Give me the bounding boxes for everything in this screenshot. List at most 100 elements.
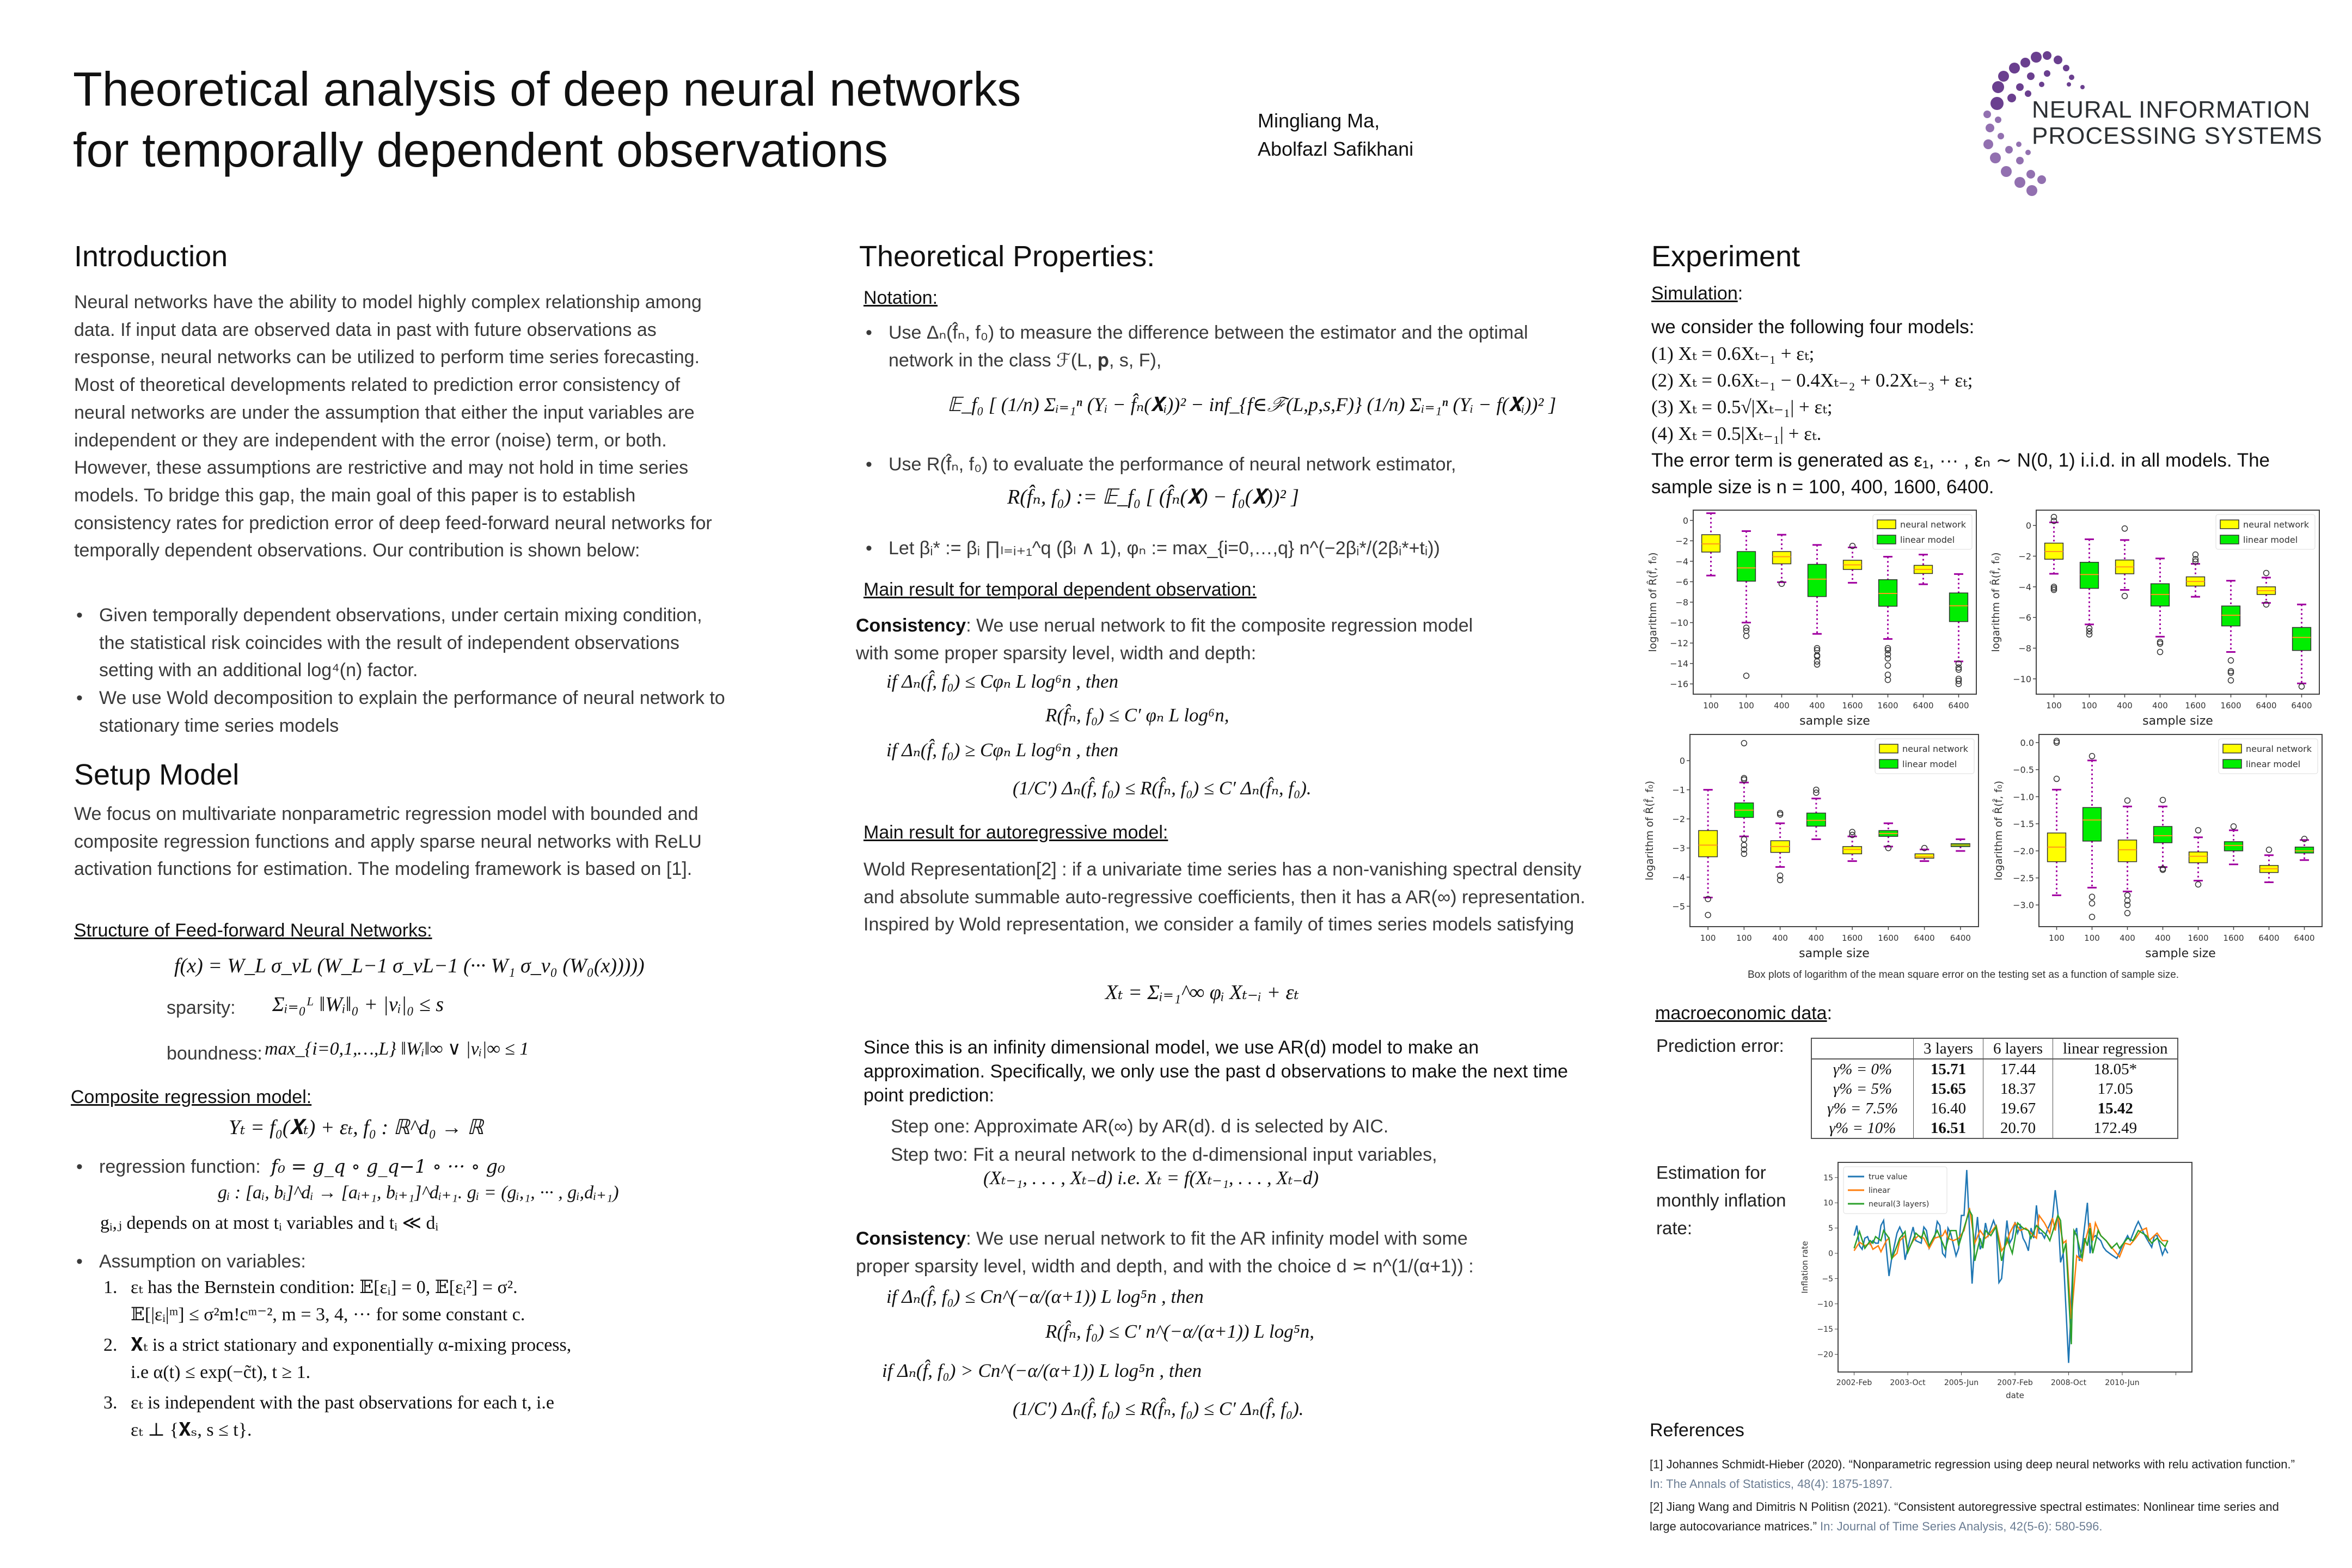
step-one: Step one: Approximate AR(∞) by AR(d). d …: [891, 1116, 1389, 1137]
x-tick-label: 6400: [1914, 933, 1935, 943]
outlier-point: [1884, 645, 1891, 652]
table-cell: 15.65: [1913, 1079, 1983, 1099]
model-2: (2) Xₜ = 0.6Xₜ₋₁ − 0.4Xₜ₋₂ + 0.2Xₜ₋₃ + ε…: [1651, 370, 1973, 391]
contribution-item: We use Wold decomposition to explain the…: [74, 684, 730, 739]
assumption-line: εₜ has the Bernstein condition: 𝔼[εᵢ] = …: [131, 1277, 518, 1297]
outlier-point: [2124, 910, 2131, 916]
composite-formula: Yₜ = f₀(𝐗ₜ) + εₜ, f₀ : ℝ^d₀ → ℝ: [229, 1116, 484, 1139]
y-tick-label: −1.0: [2013, 792, 2034, 802]
y-tick-label: −3.0: [2013, 900, 2034, 910]
regfun-label: regression function:: [99, 1156, 261, 1177]
outlier-point: [2227, 677, 2234, 684]
outlier-point: [1705, 911, 1711, 918]
x-axis-label: sample size: [2142, 714, 2213, 728]
legend: [2218, 738, 2318, 774]
notation-label: Notation:: [863, 287, 938, 308]
x-tick-label: 6400: [2258, 933, 2279, 943]
x-tick-label: 2003-Oct: [1890, 1379, 1926, 1387]
consider-text: we consider the following four models:: [1651, 316, 1975, 338]
table-cell: 18.37: [1983, 1079, 2053, 1099]
reference-text: [1] Johannes Schmidt-Hieber (2020). “Non…: [1650, 1457, 2295, 1471]
sparsity-formula: Σᵢ₌₀ᴸ ‖Wᵢ‖₀ + |vᵢ|₀ ≤ s: [272, 993, 444, 1016]
author-1: Mingliang Ma,: [1258, 109, 1380, 132]
outlier-point: [2157, 640, 2164, 647]
outlier-point: [2086, 631, 2093, 638]
x-tick-label: 6400: [1913, 701, 1933, 710]
x-tick-label: 6400: [2256, 701, 2276, 710]
outlier-point: [2159, 866, 2166, 873]
outlier-point: [1955, 677, 1962, 684]
outlier-point: [1849, 829, 1855, 835]
box-lm: [2292, 627, 2312, 651]
temporal-label: Main result for temporal dependent obser…: [863, 579, 1257, 600]
box-lm: [1806, 812, 1826, 827]
legend: [2215, 514, 2316, 550]
prediction-error-table: 3 layers 6 layers linear regression γ% =…: [1811, 1038, 2179, 1139]
references-heading: References: [1650, 1420, 1744, 1441]
outlier-point: [2263, 601, 2270, 608]
outlier-point: [2088, 893, 2096, 901]
outlier-point: [1884, 651, 1891, 658]
y-tick-label: 0: [1680, 756, 1685, 766]
y-tick-label: −10: [2013, 674, 2031, 684]
gij-text: gᵢ,ⱼ depends on at most tᵢ variables and…: [100, 1213, 439, 1233]
x-axis-label: date: [2006, 1391, 2024, 1400]
outlier-point: [2088, 914, 2096, 920]
x-tick-label: 400: [2152, 701, 2168, 710]
assumption-line: 𝔼[|εᵢ|ᵐ] ≤ σ²m!cᵐ⁻², m = 3, 4, ··· for s…: [131, 1304, 525, 1325]
y-axis-label: Inflation rate: [1800, 1241, 1810, 1294]
outlier-point: [2159, 797, 2166, 804]
y-tick-label: −10: [1817, 1300, 1833, 1309]
prediction-error-label: Prediction error:: [1656, 1036, 1784, 1056]
legend-label: true value: [1869, 1173, 1907, 1181]
outlier-point: [1813, 789, 1820, 796]
authors: Mingliang Ma, Abolfazl Safikhani: [1258, 107, 1413, 163]
x-axis-label: sample size: [2145, 947, 2216, 960]
outlier-point: [2192, 558, 2199, 565]
outlier-point: [1885, 844, 1892, 852]
box-lm: [2153, 826, 2173, 843]
outlier-point: [1705, 896, 1711, 902]
box-lm: [2082, 807, 2102, 842]
table-cell: 16.40: [1913, 1099, 1983, 1118]
outlier-point: [1884, 647, 1891, 654]
x-tick-label: 400: [1809, 701, 1825, 710]
outlier-point: [1814, 645, 1821, 652]
y-tick-label: 0: [1828, 1250, 1833, 1258]
outlier-point: [2192, 551, 2199, 558]
outlier-point: [1741, 846, 1748, 853]
outlier-point: [2227, 669, 2234, 676]
outlier-point: [1955, 666, 1962, 673]
outlier-point: [2227, 657, 2234, 664]
x-tick-label: 6400: [1948, 701, 1969, 710]
y-tick-label: −1: [1672, 785, 1685, 795]
delta-formula: 𝔼_f₀ [ (1/n) Σᵢ₌₁ⁿ (Yᵢ − f̂ₙ(𝐗ᵢ))² − inf…: [947, 394, 1557, 415]
x-axis-label: sample size: [1799, 714, 1870, 728]
outlier-point: [1743, 672, 1750, 679]
box-lm: [2224, 841, 2244, 852]
y-tick-label: −1.5: [2013, 819, 2034, 829]
outlier-point: [1955, 664, 1962, 671]
logo-line-1: NEURAL INFORMATION: [2032, 96, 2311, 123]
table-cell: γ% = 7.5%: [1827, 1100, 1898, 1117]
outlier-point: [1884, 662, 1891, 669]
logo-line-2: PROCESSING SYSTEMS: [2032, 122, 2323, 149]
outlier-point: [1741, 740, 1748, 746]
notation-1: Use Δₙ(f̂ₙ, f₀) to measure the differenc…: [863, 319, 1582, 374]
y-tick-label: −8: [1675, 597, 1688, 608]
y-tick-label: −4: [1675, 556, 1688, 567]
ar-label: Main result for autoregressive model:: [863, 822, 1168, 843]
table-cell: γ% = 5%: [1833, 1080, 1892, 1098]
y-tick-label: −6: [1675, 577, 1688, 587]
box-lm: [1807, 564, 1827, 597]
outlier-point: [1777, 811, 1784, 818]
reference-source: In: Journal of Time Series Analysis, 42(…: [1816, 1520, 2103, 1533]
outlier-point: [1955, 681, 1962, 687]
x-tick-label: 2007-Feb: [1997, 1379, 2033, 1387]
risk-formula: R(f̂ₙ, f₀) := 𝔼_f₀ [ (f̂ₙ(𝐗) − f₀(𝐗))² ]: [1007, 486, 1300, 509]
inflation-label: Estimation for monthly inflation rate:: [1656, 1162, 1786, 1238]
